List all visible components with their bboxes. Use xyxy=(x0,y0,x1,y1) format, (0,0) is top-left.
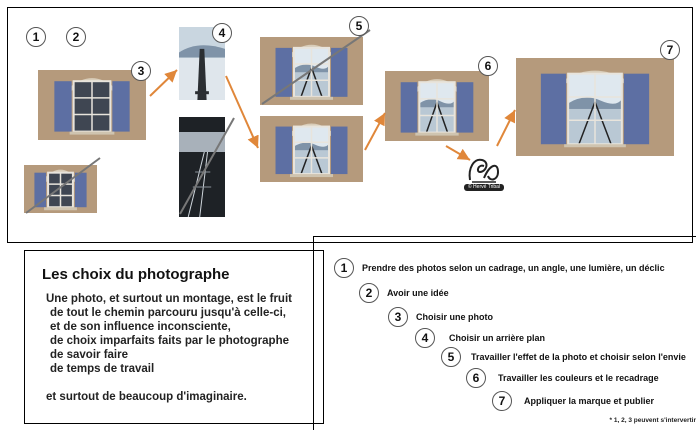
arrow-4-to-5b xyxy=(225,75,259,149)
text-frame xyxy=(24,250,324,424)
body-line: et surtout de beaucoup d'imaginaire. xyxy=(46,391,247,403)
page-title: Les choix du photographe xyxy=(42,266,230,283)
step-number-4: 4 xyxy=(415,328,435,348)
steps-frame xyxy=(313,236,696,430)
step-label-6: Travailler les couleurs et le recadrage xyxy=(498,373,659,383)
marque-label: © Hervé Tribal xyxy=(464,184,504,191)
body-line: de tout le chemin parcouru jusqu'à celle… xyxy=(50,307,286,319)
body-line: et de son influence inconsciente, xyxy=(50,321,231,333)
step-number-1: 1 xyxy=(334,258,354,278)
step-label-3: Choisir une photo xyxy=(416,312,493,322)
node-number-2: 2 xyxy=(66,27,86,47)
photo-montage-colored xyxy=(385,71,489,141)
photo-background-pier-light xyxy=(179,27,225,100)
step-label-7: Appliquer la marque et publier xyxy=(524,396,655,406)
step-label-5: Travailler l'effet de la photo et choisi… xyxy=(471,352,686,362)
marque-logo-icon xyxy=(468,158,500,183)
step-number-2: 2 xyxy=(359,283,379,303)
node-number-1: 1 xyxy=(26,27,46,47)
body-line: de savoir faire xyxy=(50,349,128,361)
photo-window-original xyxy=(38,70,146,140)
step-label-4: Choisir un arrière plan xyxy=(449,333,546,343)
body-line: de choix imparfaits faits par le photogr… xyxy=(50,335,289,347)
strike-discarded-effect xyxy=(261,29,371,105)
arrow-6-to-marque xyxy=(445,145,471,161)
step-label-1: Prendre des photos selon un cadrage, un … xyxy=(362,263,665,273)
body-line: Une photo, et surtout un montage, est le… xyxy=(46,293,292,305)
photo-final-published xyxy=(516,58,674,156)
strike-discarded-background xyxy=(179,117,235,215)
arrow-marque-to-7 xyxy=(496,109,516,147)
arrow-5b-to-6 xyxy=(364,112,386,151)
body-line: de temps de travail xyxy=(50,363,155,375)
step-number-5: 5 xyxy=(441,347,461,367)
diagram-frame xyxy=(7,7,693,243)
node-number-6: 6 xyxy=(478,56,498,76)
strike-discarded-photo xyxy=(25,157,101,214)
node-number-3: 3 xyxy=(131,61,151,81)
node-number-7: 7 xyxy=(660,40,680,60)
step-label-2: Avoir une idée xyxy=(387,288,449,298)
photographer-marque: © Hervé Tribal xyxy=(464,154,504,194)
photo-montage-variant-b xyxy=(260,116,363,182)
node-number-4: 4 xyxy=(212,23,232,43)
arrow-3-to-4 xyxy=(149,69,178,97)
footnote: * 1, 2, 3 peuvent s'intervertir xyxy=(609,417,696,424)
step-number-6: 6 xyxy=(466,368,486,388)
step-number-3: 3 xyxy=(388,307,408,327)
step-number-7: 7 xyxy=(492,391,512,411)
node-number-5: 5 xyxy=(349,16,369,36)
